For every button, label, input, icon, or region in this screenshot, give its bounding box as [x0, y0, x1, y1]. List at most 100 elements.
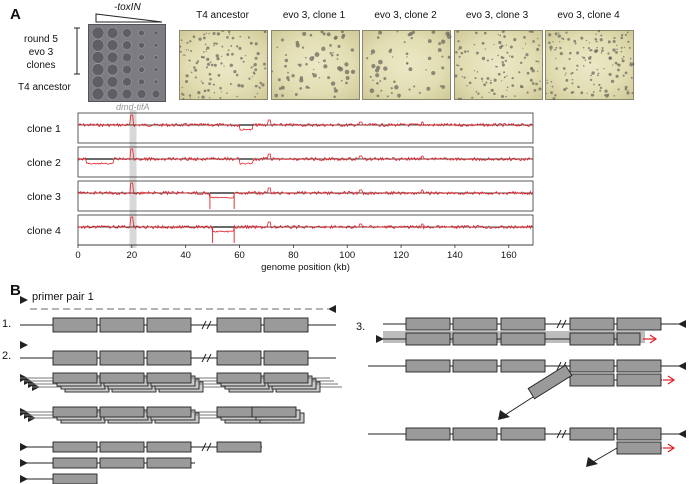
plaque	[249, 41, 253, 45]
plaque	[596, 46, 598, 49]
plaque	[522, 35, 526, 39]
plaque	[251, 76, 254, 78]
plaque	[201, 82, 204, 85]
plaque	[621, 59, 625, 63]
plaque	[206, 46, 210, 50]
plaque	[425, 69, 427, 71]
plaque	[629, 57, 632, 60]
plaque	[206, 57, 210, 61]
row-label-line-3: clones	[26, 60, 56, 71]
plaque	[494, 65, 497, 68]
plaque	[229, 82, 232, 86]
plaque	[536, 38, 538, 40]
gene-box	[405, 332, 451, 346]
plaque	[589, 61, 592, 64]
plaque	[599, 38, 603, 42]
spot	[138, 29, 145, 37]
gene-box	[500, 317, 546, 331]
plaque	[322, 59, 326, 63]
plaque	[186, 41, 189, 44]
break-mark	[201, 353, 207, 363]
plaque	[614, 61, 618, 65]
plaque	[599, 89, 602, 92]
plaque	[576, 51, 580, 55]
break-mark	[556, 429, 562, 439]
plaque	[312, 73, 317, 78]
gene-box	[52, 350, 98, 366]
gene-box	[500, 359, 546, 373]
plaque	[286, 71, 289, 74]
plaque	[322, 64, 327, 69]
plaque	[396, 30, 399, 33]
plaque	[624, 87, 628, 91]
plaque	[500, 80, 502, 82]
plaque	[512, 38, 516, 42]
plaque	[409, 31, 413, 36]
plaque	[481, 80, 483, 82]
plaque	[263, 30, 267, 34]
plaque	[189, 97, 191, 99]
plaque-photo	[179, 30, 268, 100]
plaque	[220, 62, 223, 65]
plaque	[546, 82, 549, 84]
plaque	[427, 56, 432, 61]
plaque	[622, 55, 625, 58]
plaque	[208, 82, 211, 86]
gene-box	[146, 457, 192, 469]
spot	[122, 40, 132, 51]
plaque	[548, 33, 552, 37]
plaque	[336, 58, 338, 60]
plaque	[590, 93, 594, 97]
plaque	[597, 72, 600, 75]
plaque	[185, 74, 189, 78]
plaque	[378, 30, 383, 35]
spot	[122, 28, 132, 38]
step-label-3: 3.	[356, 321, 366, 333]
gene-box	[500, 332, 546, 346]
primer-fwd	[376, 335, 384, 343]
plaque	[487, 92, 490, 94]
plaque	[613, 94, 616, 97]
plaque	[219, 86, 222, 90]
plaque	[190, 50, 193, 53]
panel-letter-a: A	[10, 6, 21, 23]
plaque	[235, 73, 239, 77]
plaque	[242, 60, 245, 63]
highlight-label: dmd-tifA	[116, 102, 150, 112]
plaque	[441, 55, 444, 58]
plaque	[331, 52, 334, 54]
x-tick-label: 0	[75, 250, 80, 261]
plaque-photo	[453, 29, 543, 101]
plaque	[304, 63, 308, 66]
plaque	[458, 55, 461, 58]
plaque	[529, 78, 533, 82]
plaque	[595, 40, 598, 43]
plaque-photo	[362, 30, 452, 100]
plaque	[580, 36, 584, 40]
plaque	[437, 48, 442, 52]
break-mark	[206, 320, 212, 330]
gene-box	[616, 332, 641, 346]
plaque	[531, 40, 535, 43]
plaque	[473, 43, 475, 46]
plaque	[254, 42, 258, 46]
plaque	[330, 54, 333, 57]
plaque	[473, 77, 477, 80]
plaque	[440, 39, 446, 44]
plaque	[252, 65, 255, 67]
plaque-dots	[453, 29, 541, 101]
plaque	[454, 51, 458, 54]
primer-label: primer pair 1	[32, 291, 94, 303]
plaque	[505, 75, 508, 77]
plaque	[256, 92, 259, 95]
plaque	[336, 44, 341, 48]
gene-box	[99, 441, 145, 453]
plaque	[567, 38, 570, 41]
plaque	[193, 66, 196, 69]
plaque	[190, 71, 193, 74]
plaque	[589, 78, 593, 82]
plaque	[620, 36, 624, 40]
plaque	[533, 89, 536, 92]
gene-box	[569, 359, 615, 373]
